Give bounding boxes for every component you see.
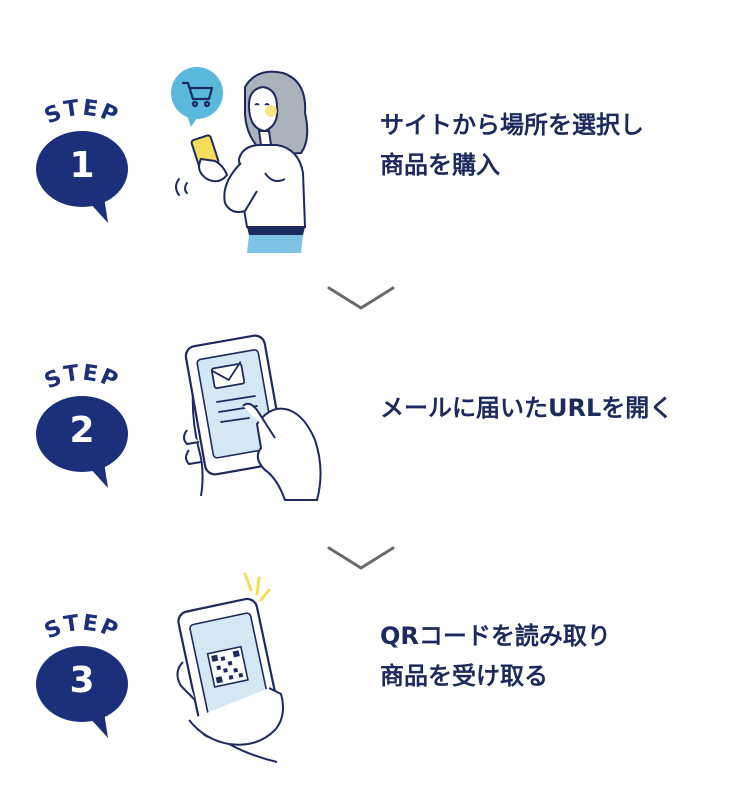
description-line: サイトから場所を選択し xyxy=(380,111,644,139)
step-label: STEP xyxy=(41,611,123,645)
step-number: 1 xyxy=(69,145,95,186)
step-1: STEP 1 xyxy=(0,55,750,255)
speech-bubble-icon xyxy=(36,396,128,488)
step-3: STEP 3 xyxy=(0,570,750,770)
svg-text:STEP: STEP xyxy=(41,361,123,395)
speech-bubble-icon xyxy=(36,131,128,223)
chevron-down-icon xyxy=(327,286,395,310)
step-description: メールに届いたURLを開く xyxy=(380,388,725,428)
description-line: QRコードを読み取り xyxy=(380,622,611,650)
step-2: STEP 2 メールに届いたURLを開く xyxy=(0,320,750,520)
step-badge: STEP 2 xyxy=(28,358,136,488)
speech-bubble-icon xyxy=(36,646,128,738)
step-badge: STEP 1 xyxy=(28,93,136,223)
description-line: 商品を購入 xyxy=(380,151,500,179)
hand-phone-qr-icon xyxy=(176,572,284,763)
step-description: サイトから場所を選択し 商品を購入 xyxy=(380,105,725,185)
svg-text:STEP: STEP xyxy=(41,96,123,130)
step-badge: STEP 3 xyxy=(28,608,136,738)
step-label: STEP xyxy=(41,96,123,130)
svg-text:STEP: STEP xyxy=(41,611,123,645)
hands-phone-email-icon xyxy=(183,334,322,501)
step-label: STEP xyxy=(41,361,123,395)
step-number: 2 xyxy=(69,410,95,451)
step-description: QRコードを読み取り 商品を受け取る xyxy=(380,616,725,696)
chevron-down-icon xyxy=(327,546,395,570)
description-line: 商品を受け取る xyxy=(380,662,548,690)
description-line: メールに届いたURLを開く xyxy=(380,394,674,422)
step-number: 3 xyxy=(69,660,95,701)
woman-shopping-phone-icon xyxy=(171,67,309,253)
